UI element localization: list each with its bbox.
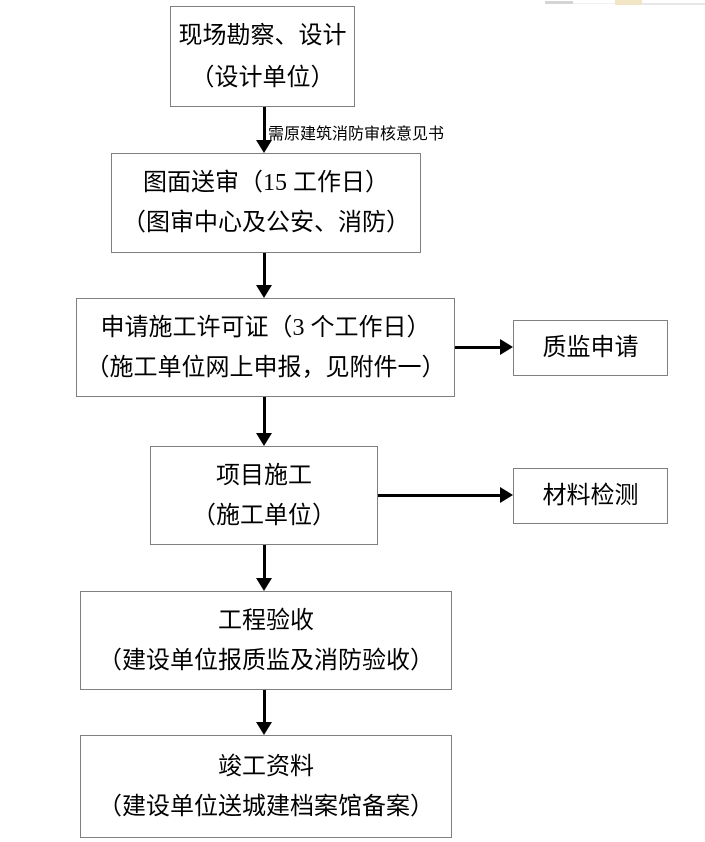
node-completion-documents: 竣工资料 （建设单位送城建档案馆备案） (80, 735, 452, 838)
node-project-acceptance-line-1: 工程验收 (218, 607, 314, 634)
node-drawing-review: 图面送审（15 工作日） （图审中心及公安、消防） (111, 153, 421, 253)
node-construction-permit-line-1: 申请施工许可证（3 个工作日） (100, 314, 431, 341)
node-drawing-review-line-1: 图面送审（15 工作日） (143, 170, 389, 196)
cropped-chrome-strip (0, 0, 705, 7)
node-construction-permit-line-2: （施工单位网上申报，见附件一） (85, 354, 446, 381)
chrome-tan-sliver (615, 0, 642, 5)
node-completion-documents-line-2: （建设单位送城建档案馆备案） (98, 793, 434, 820)
node-survey-design-line-2: （设计单位） (190, 64, 335, 91)
connector-permit-to-quality-line (455, 346, 502, 349)
connector-construction-to-acceptance-arrowhead (256, 578, 272, 591)
chrome-gray-sliver (545, 1, 573, 4)
connector-permit-to-quality-arrowhead (500, 339, 513, 355)
connector-acceptance-to-completion-line (263, 690, 266, 722)
edge-label-fire-review-opinion: 需原建筑消防审核意见书 (268, 126, 445, 143)
connector-acceptance-to-completion-arrowhead (256, 722, 272, 735)
node-project-construction: 项目施工 （施工单位） (150, 446, 378, 545)
node-quality-supervision-application: 质监申请 (513, 320, 668, 376)
connector-permit-to-construction-arrowhead (256, 433, 272, 446)
connector-construction-to-acceptance-line (263, 545, 266, 578)
connector-permit-to-construction-line (263, 397, 266, 433)
node-project-construction-line-2: （施工单位） (192, 502, 336, 529)
connector-construction-to-material-arrowhead (500, 487, 513, 503)
node-project-acceptance-line-2: （建设单位报质监及消防验收） (98, 647, 434, 674)
chrome-gray-rail (642, 3, 705, 5)
node-quality-supervision-application-label: 质监申请 (542, 335, 639, 361)
node-project-acceptance: 工程验收 （建设单位报质监及消防验收） (80, 591, 452, 690)
node-project-construction-line-1: 项目施工 (216, 462, 312, 489)
connector-review-to-permit-line (263, 253, 266, 285)
connector-survey-to-review-line (263, 107, 266, 141)
node-survey-design: 现场勘察、设计 （设计单位） (170, 6, 355, 107)
node-material-testing: 材料检测 (513, 468, 668, 524)
node-survey-design-line-1: 现场勘察、设计 (178, 22, 347, 49)
node-completion-documents-line-1: 竣工资料 (218, 753, 314, 780)
node-material-testing-label: 材料检测 (542, 483, 639, 509)
chrome-light-rail (573, 3, 615, 4)
connector-construction-to-material-line (378, 494, 502, 497)
node-drawing-review-line-2: （图审中心及公安、消防） (122, 210, 410, 236)
connector-survey-to-review-arrowhead (256, 140, 272, 153)
connector-review-to-permit-arrowhead (256, 285, 272, 298)
node-construction-permit: 申请施工许可证（3 个工作日） （施工单位网上申报，见附件一） (76, 298, 455, 397)
